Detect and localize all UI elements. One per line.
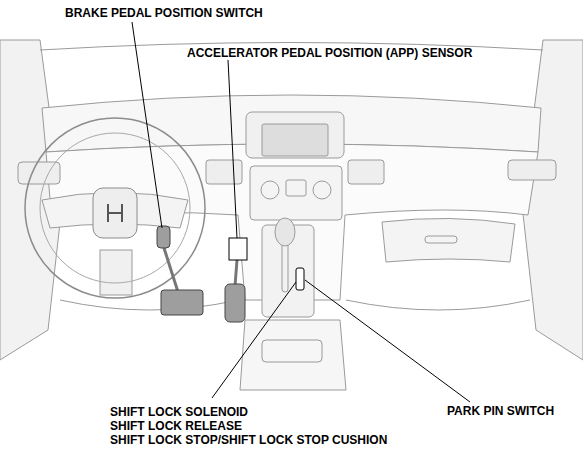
center-vent <box>206 160 242 184</box>
brake-pedal-arm <box>164 248 178 292</box>
lower-dash-edge <box>346 300 530 310</box>
leader-line <box>212 282 296 398</box>
steering-column <box>100 250 132 295</box>
center-vent <box>348 160 384 184</box>
part-label: SHIFT LOCK RELEASE <box>110 419 242 433</box>
part-label: PARK PIN SWITCH <box>447 404 554 418</box>
shift-knob <box>275 218 295 246</box>
right-door <box>522 40 583 360</box>
interior-linework <box>0 40 583 390</box>
control-button <box>286 180 306 196</box>
wheel-hub <box>93 188 137 238</box>
part-label: SHIFT LOCK STOP/SHIFT LOCK STOP CUSHION <box>110 433 387 447</box>
brake-switch <box>157 226 170 248</box>
app-sensor <box>229 238 247 260</box>
steering-wheel <box>25 118 205 298</box>
part-label: SHIFT LOCK SOLENOID <box>110 405 248 419</box>
part-label: ACCELERATOR PEDAL POSITION (APP) SENSOR <box>187 46 472 60</box>
park-pin-switch <box>296 268 304 290</box>
right-vent <box>508 160 556 180</box>
pedals-and-parts <box>157 226 304 322</box>
control-knob <box>313 181 331 199</box>
glove-box-handle <box>425 236 457 243</box>
part-label: BRAKE PEDAL POSITION SWITCH <box>65 6 263 20</box>
leader-lines <box>132 22 470 402</box>
wheel-rim <box>25 118 205 298</box>
brake-pedal <box>161 290 203 315</box>
center-console <box>240 320 346 390</box>
leader-line <box>305 280 470 402</box>
lower-dash-edge <box>60 300 238 310</box>
accelerator-arm <box>235 260 237 286</box>
leader-line <box>228 60 237 238</box>
cup-holder <box>262 340 322 362</box>
leader-line <box>132 22 162 228</box>
maker-logo <box>108 204 122 222</box>
control-knob <box>261 181 279 199</box>
display-screen <box>262 124 328 156</box>
center-stack <box>250 166 342 220</box>
accelerator-pedal <box>225 284 245 322</box>
screen-hood <box>246 112 344 158</box>
glove-box <box>382 218 515 262</box>
